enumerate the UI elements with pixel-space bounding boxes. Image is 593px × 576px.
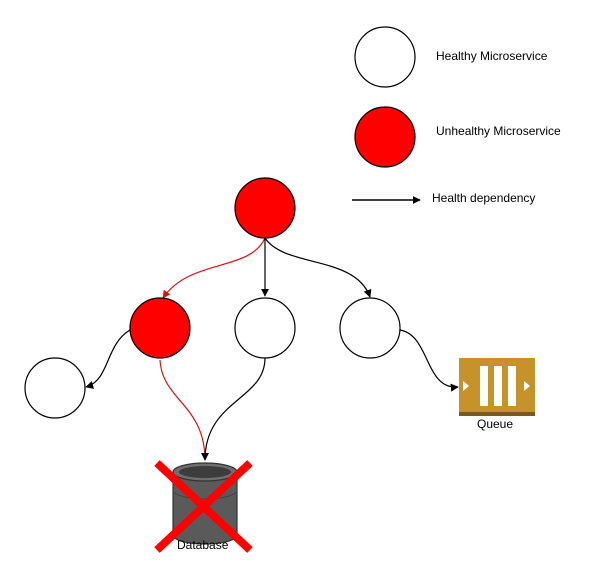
database-label: Database — [177, 538, 229, 552]
edge-root-to-service-a — [162, 237, 266, 299]
queue-label: Queue — [477, 417, 514, 431]
node-root — [234, 177, 296, 239]
node-service-c — [339, 297, 401, 359]
edge-service-a-to-database — [159, 359, 209, 461]
failure-cross-icon — [154, 460, 253, 553]
node-service-a — [129, 297, 191, 359]
edge-service-b-to-database — [201, 357, 266, 461]
legend-unhealthy-symbol — [354, 106, 416, 168]
edge-service-a-to-service-d — [85, 329, 131, 389]
queue-icon — [459, 358, 535, 416]
node-service-d — [24, 357, 86, 419]
legend-healthy-symbol — [354, 26, 416, 88]
edge-service-c-to-queue — [399, 329, 459, 392]
node-service-b — [234, 297, 296, 359]
legend-healthy-label: Healthy Microservice — [436, 49, 548, 63]
edge-root-to-service-c — [264, 237, 372, 298]
legend-unhealthy-label: Unhealthy Microservice — [436, 124, 561, 138]
legend-dependency-label: Health dependency — [432, 191, 536, 205]
